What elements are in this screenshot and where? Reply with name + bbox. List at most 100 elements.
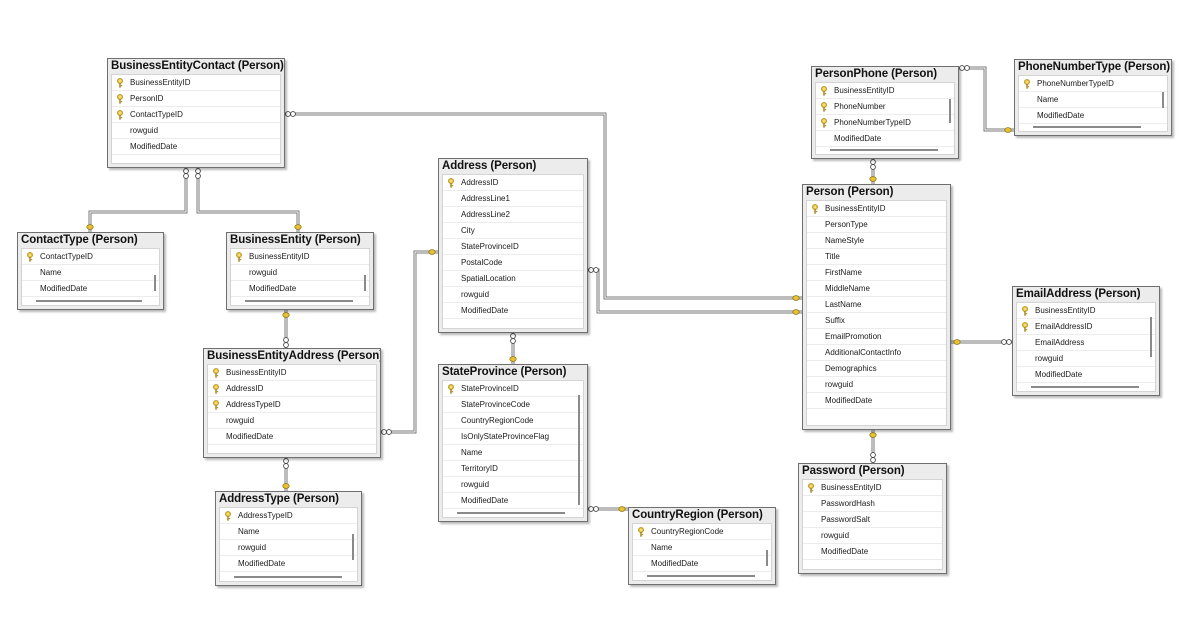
- column-row[interactable]: TerritoryID: [443, 461, 583, 477]
- relationship-connector[interactable]: [959, 65, 1014, 133]
- column-row[interactable]: NameStyle: [807, 233, 946, 249]
- column-row[interactable]: PhoneNumber: [816, 99, 954, 115]
- column-row[interactable]: ModifiedDate: [633, 556, 771, 572]
- column-row[interactable]: SpatialLocation: [443, 271, 583, 287]
- column-row[interactable]: ModifiedDate: [1019, 108, 1167, 124]
- relationship-connector[interactable]: [869, 159, 877, 184]
- table-password[interactable]: Password (Person) BusinessEntityID Passwor…: [798, 463, 947, 574]
- vertical-scrollbar[interactable]: [1150, 317, 1152, 357]
- column-row[interactable]: rowguid: [803, 528, 942, 544]
- table-title[interactable]: StateProvince (Person): [442, 366, 567, 378]
- column-row[interactable]: ContactTypeID: [22, 249, 159, 265]
- column-row[interactable]: rowguid: [208, 413, 376, 429]
- column-row[interactable]: MiddleName: [807, 281, 946, 297]
- table-business-entity-address[interactable]: BusinessEntityAddress (Person) BusinessEn…: [203, 348, 381, 458]
- column-row[interactable]: ModifiedDate: [807, 393, 946, 409]
- column-row[interactable]: rowguid: [1017, 351, 1155, 367]
- column-row[interactable]: ModifiedDate: [816, 131, 954, 147]
- relationship-connector[interactable]: [951, 339, 1012, 345]
- column-row[interactable]: EmailAddress: [1017, 335, 1155, 351]
- relationship-connector[interactable]: [509, 333, 517, 364]
- column-row[interactable]: CountryRegionCode: [443, 413, 583, 429]
- column-row[interactable]: ModifiedDate: [443, 303, 583, 319]
- vertical-scrollbar[interactable]: [154, 275, 156, 291]
- column-row[interactable]: AddressLine2: [443, 207, 583, 223]
- column-row[interactable]: rowguid: [807, 377, 946, 393]
- column-row[interactable]: Title: [807, 249, 946, 265]
- column-row[interactable]: StateProvinceID: [443, 239, 583, 255]
- table-title[interactable]: ContactType (Person): [21, 234, 138, 246]
- column-row[interactable]: ModifiedDate: [112, 139, 280, 155]
- relationship-connector[interactable]: [282, 458, 290, 491]
- column-row[interactable]: Name: [220, 524, 357, 540]
- vertical-scrollbar[interactable]: [1162, 92, 1164, 108]
- column-row[interactable]: PostalCode: [443, 255, 583, 271]
- column-row[interactable]: ModifiedDate: [1017, 367, 1155, 383]
- column-row[interactable]: rowguid: [443, 477, 583, 493]
- horizontal-scrollbar[interactable]: [830, 149, 938, 151]
- relationship-connector[interactable]: [588, 506, 628, 512]
- column-row[interactable]: BusinessEntityID: [112, 75, 280, 91]
- table-title[interactable]: BusinessEntityContact (Person): [111, 60, 284, 72]
- column-row[interactable]: rowguid: [443, 287, 583, 303]
- table-phone-number-type[interactable]: PhoneNumberType (Person) PhoneNumberTypeI…: [1014, 59, 1172, 136]
- column-row[interactable]: AddressLine1: [443, 191, 583, 207]
- horizontal-scrollbar[interactable]: [647, 575, 755, 577]
- column-row[interactable]: ModifiedDate: [208, 429, 376, 445]
- vertical-scrollbar[interactable]: [766, 550, 768, 566]
- table-title[interactable]: Person (Person): [806, 186, 894, 198]
- horizontal-scrollbar[interactable]: [1033, 126, 1141, 128]
- column-row[interactable]: PasswordSalt: [803, 512, 942, 528]
- relationship-connector[interactable]: [588, 267, 802, 315]
- column-row[interactable]: StateProvinceCode: [443, 397, 583, 413]
- table-title[interactable]: BusinessEntityAddress (Person): [207, 350, 380, 362]
- horizontal-scrollbar[interactable]: [245, 300, 353, 302]
- column-row[interactable]: StateProvinceID: [443, 381, 583, 397]
- column-row[interactable]: ModifiedDate: [220, 556, 357, 572]
- column-row[interactable]: Demographics: [807, 361, 946, 377]
- column-row[interactable]: rowguid: [231, 265, 369, 281]
- relationship-connector[interactable]: [282, 310, 290, 348]
- table-business-entity-contact[interactable]: BusinessEntityContact (Person) BusinessEn…: [107, 58, 285, 168]
- column-row[interactable]: City: [443, 223, 583, 239]
- column-row[interactable]: PhoneNumberTypeID: [1019, 76, 1167, 92]
- column-row[interactable]: BusinessEntityID: [208, 365, 376, 381]
- table-title[interactable]: BusinessEntity (Person): [230, 234, 361, 246]
- column-row[interactable]: ModifiedDate: [443, 493, 583, 509]
- table-title[interactable]: PhoneNumberType (Person): [1018, 61, 1171, 73]
- column-row[interactable]: Name: [443, 445, 583, 461]
- table-title[interactable]: EmailAddress (Person): [1016, 288, 1141, 300]
- column-row[interactable]: ModifiedDate: [803, 544, 942, 560]
- horizontal-scrollbar[interactable]: [457, 512, 565, 514]
- table-title[interactable]: Address (Person): [442, 160, 537, 172]
- column-row[interactable]: Name: [22, 265, 159, 281]
- column-row[interactable]: PhoneNumberTypeID: [816, 115, 954, 131]
- column-row[interactable]: Name: [633, 540, 771, 556]
- column-row[interactable]: BusinessEntityID: [1017, 303, 1155, 319]
- column-row[interactable]: CountryRegionCode: [633, 524, 771, 540]
- horizontal-scrollbar[interactable]: [234, 576, 342, 578]
- column-row[interactable]: Suffix: [807, 313, 946, 329]
- column-row[interactable]: IsOnlyStateProvinceFlag: [443, 429, 583, 445]
- column-row[interactable]: ModifiedDate: [231, 281, 369, 297]
- table-title[interactable]: CountryRegion (Person): [632, 509, 763, 521]
- column-row[interactable]: BusinessEntityID: [803, 480, 942, 496]
- table-title[interactable]: Password (Person): [802, 465, 905, 477]
- column-row[interactable]: AddressTypeID: [220, 508, 357, 524]
- column-row[interactable]: AddressID: [443, 175, 583, 191]
- table-title[interactable]: AddressType (Person): [219, 493, 339, 505]
- column-row[interactable]: PersonType: [807, 217, 946, 233]
- table-title[interactable]: PersonPhone (Person): [815, 68, 937, 80]
- column-row[interactable]: EmailPromotion: [807, 329, 946, 345]
- relationship-connector[interactable]: [381, 249, 438, 435]
- column-row[interactable]: AddressTypeID: [208, 397, 376, 413]
- relationship-connector[interactable]: [285, 111, 802, 301]
